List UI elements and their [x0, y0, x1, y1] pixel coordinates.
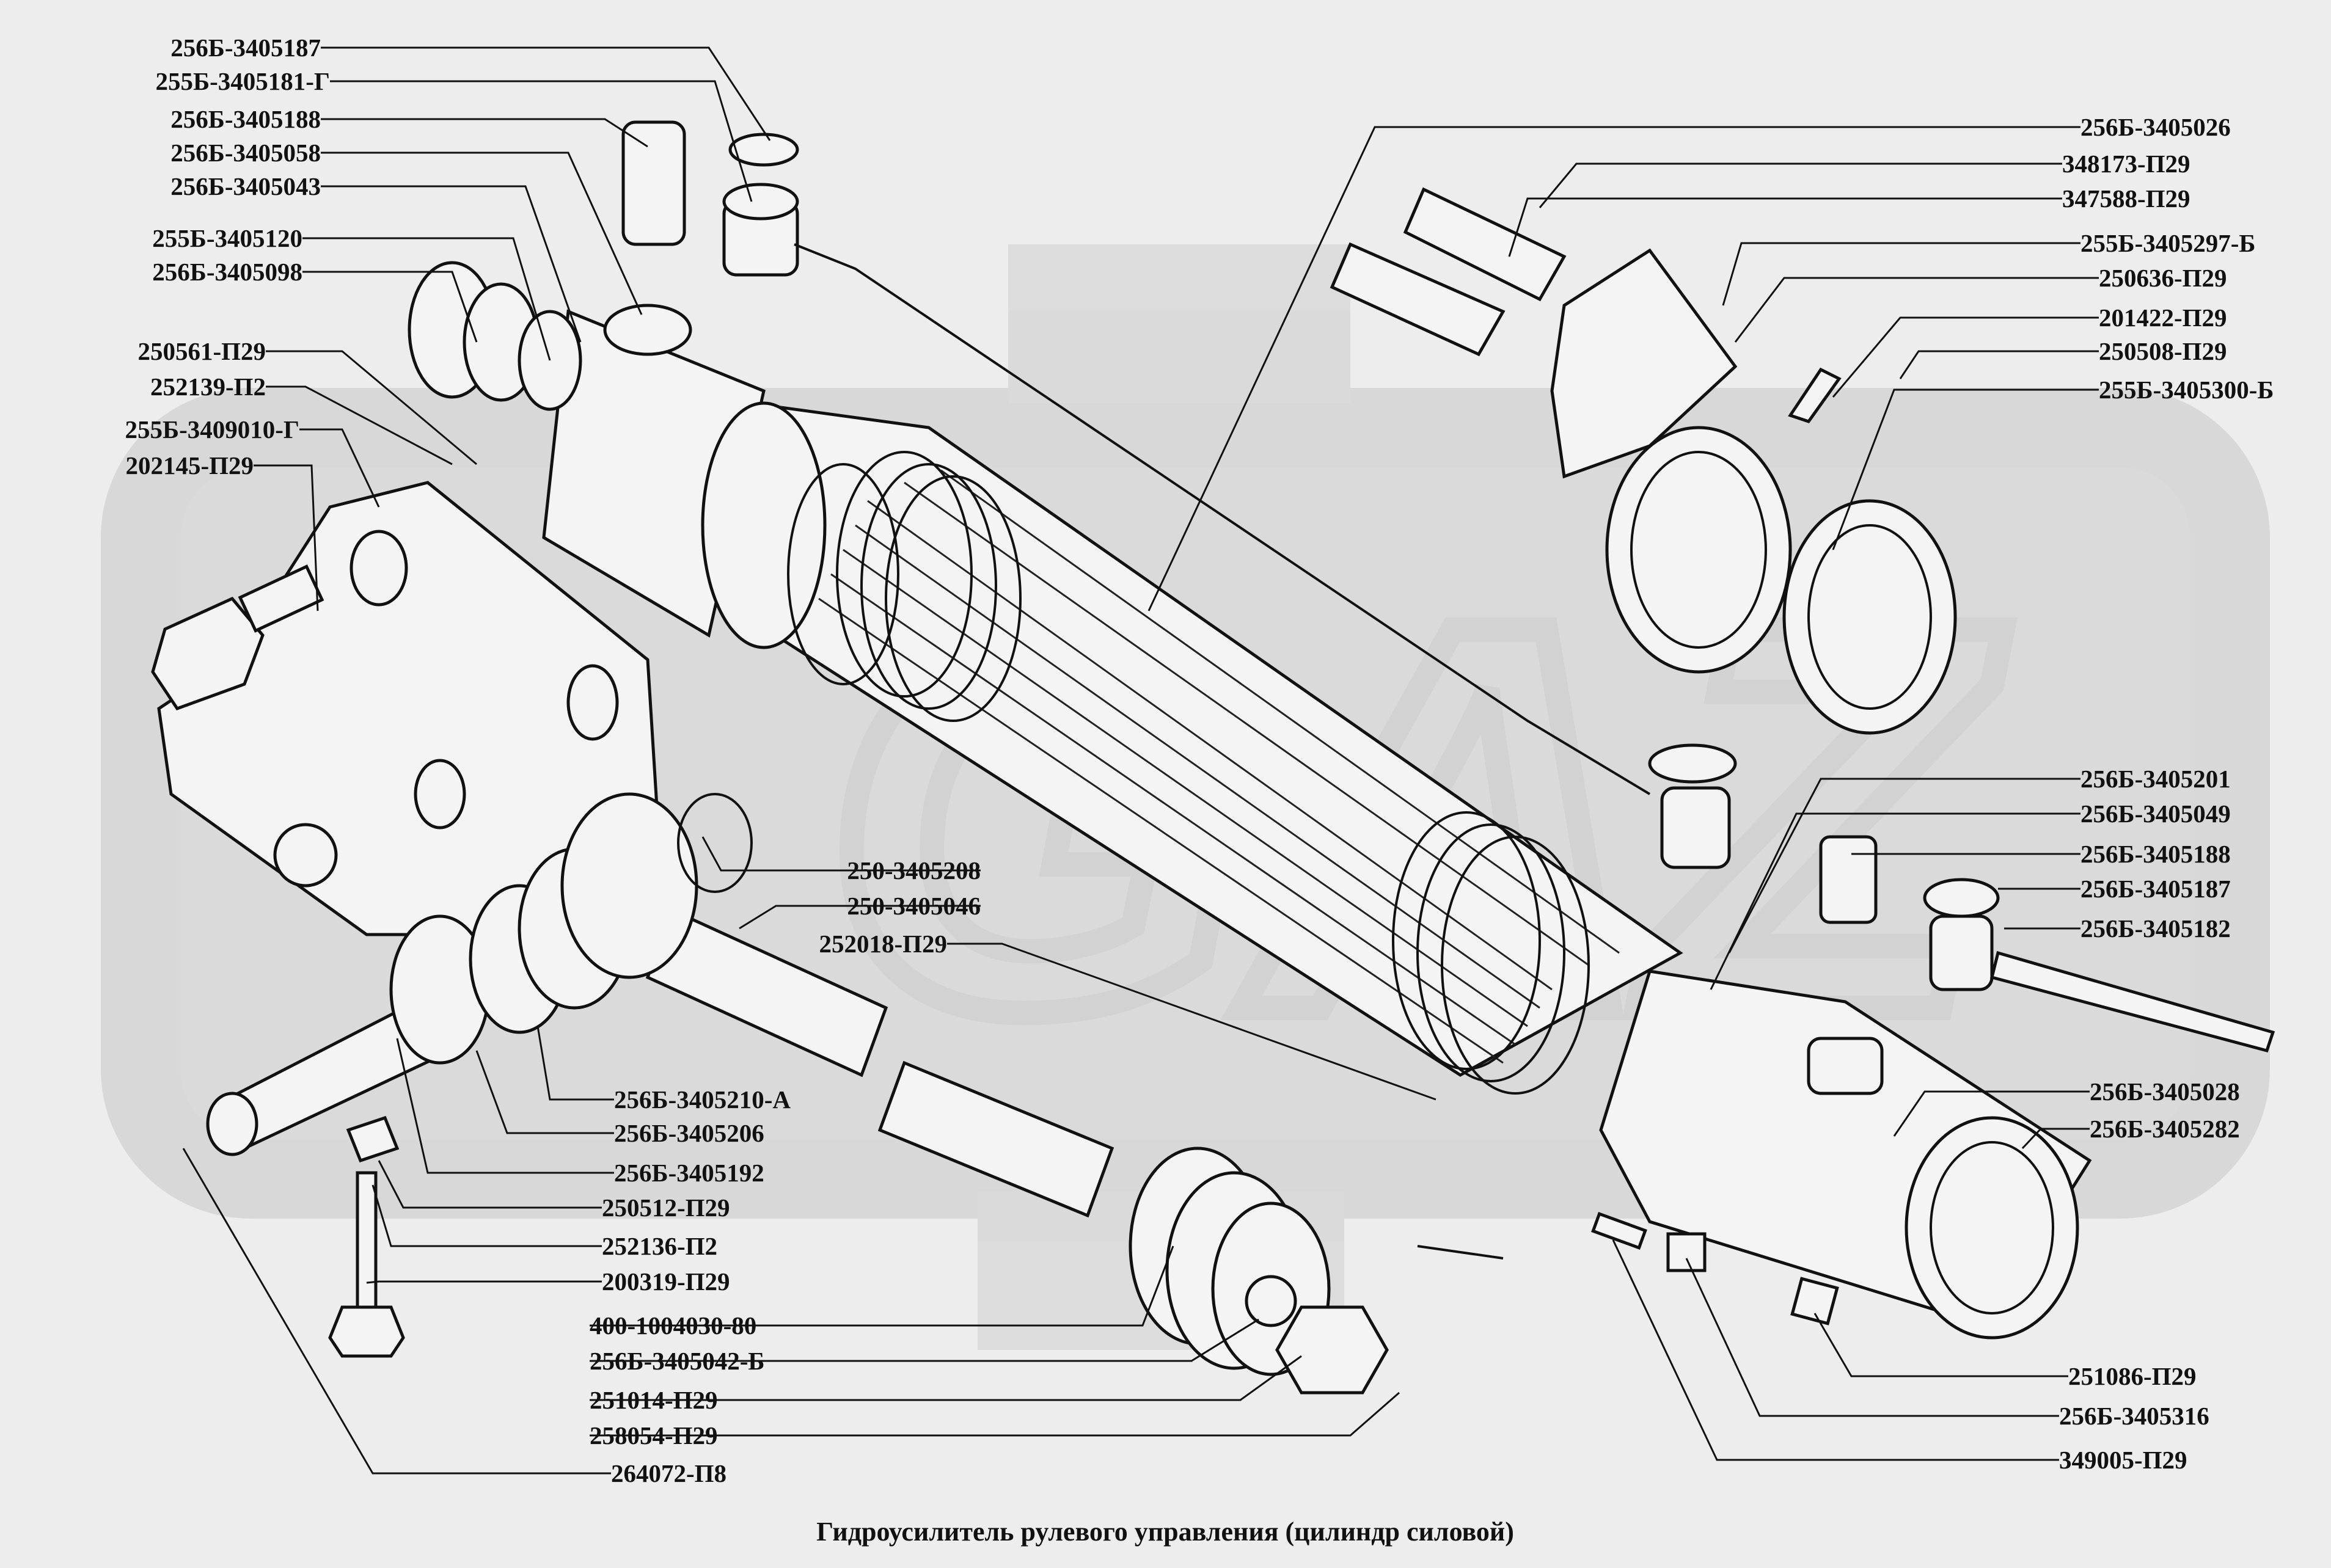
label-part: 256Б-3405188 — [170, 105, 321, 133]
left-seal-stack — [408, 261, 582, 411]
label-part: 256Б-3405098 — [152, 258, 302, 286]
label-part: 256Б-3405187 — [2080, 875, 2231, 903]
labels-right-top: 256Б-3405026 348173-П29 347588-П29 255Б-… — [2062, 113, 2274, 404]
label-part: 250561-П29 — [137, 337, 266, 365]
label-part: 252136-П2 — [602, 1232, 717, 1260]
label-part: 252018-П29 — [819, 930, 947, 958]
label-part: 256Б-3405201 — [2080, 765, 2231, 793]
hose-fittings-top-right — [1330, 187, 1842, 423]
diagram-caption: Гидроусилитель рулевого управления (цили… — [816, 1517, 1514, 1547]
label-part: 201422-П29 — [2099, 304, 2227, 332]
label-part: 256Б-3405049 — [2080, 800, 2231, 828]
bolt-left — [151, 564, 324, 711]
label-part: 255Б-3409010-Г — [125, 415, 300, 443]
label-part: 258054-П29 — [590, 1421, 718, 1449]
piston-assembly — [1129, 1147, 1389, 1395]
label-part: 256Б-3405026 — [2080, 113, 2231, 141]
label-part: 256Б-3405188 — [2080, 840, 2231, 868]
label-part: 264072-П8 — [611, 1459, 726, 1487]
label-part: 256Б-3405187 — [170, 34, 321, 62]
right-cylinder-end — [1599, 969, 2092, 1340]
label-part: 250-3405208 — [847, 856, 981, 884]
labels-right-mid: 256Б-3405201 256Б-3405049 256Б-3405188 2… — [2080, 765, 2231, 943]
label-part: 251014-П29 — [590, 1386, 718, 1414]
small-parts-right — [1417, 1212, 1839, 1326]
label-part: 256Б-3405042-Б — [590, 1347, 765, 1375]
label-part: 349005-П29 — [2059, 1446, 2187, 1474]
labels-bottom: 256Б-3405210-А 256Б-3405206 256Б-3405192… — [590, 1085, 791, 1487]
label-part: 347588-П29 — [2062, 184, 2190, 213]
label-part: 256Б-3405043 — [170, 172, 321, 200]
label-part: 256Б-3405192 — [614, 1159, 764, 1187]
labels-mid: 250-3405208 250-3405046 252018-П29 — [819, 856, 981, 958]
label-part: 256Б-3405182 — [2080, 914, 2231, 943]
label-part: 255Б-3405300-Б — [2099, 376, 2274, 404]
label-part: 255Б-3405181-Г — [156, 67, 331, 95]
label-part: 252139-П2 — [150, 373, 266, 401]
label-part: 202145-П29 — [125, 451, 254, 480]
banjo-fitting-top — [621, 120, 1651, 795]
label-part: 256Б-3405206 — [614, 1119, 764, 1147]
left-end-rings — [389, 792, 753, 1065]
bolt-bottom-left — [328, 1115, 405, 1358]
label-part: 255Б-3405120 — [152, 224, 302, 252]
label-part: 400-1004030-80 — [590, 1311, 756, 1340]
label-part: 250512-П29 — [602, 1194, 730, 1222]
left-cylinder-cap — [542, 304, 899, 685]
leader-lines — [182, 46, 2099, 1475]
piston-rod — [206, 908, 1114, 1218]
label-part: 250-3405046 — [847, 892, 981, 920]
labels-left: 256Б-3405187 255Б-3405181-Г 256Б-3405188… — [125, 34, 331, 480]
label-part: 250636-П29 — [2099, 264, 2227, 292]
labels-right-bottom: 256Б-3405028 256Б-3405282 251086-П29 256… — [2059, 1078, 2240, 1474]
label-part: 250508-П29 — [2099, 337, 2227, 365]
label-part: 200319-П29 — [602, 1267, 730, 1296]
label-part: 256Б-3405210-А — [614, 1085, 791, 1114]
label-part: 255Б-3405297-Б — [2080, 229, 2256, 257]
label-part: 251086-П29 — [2068, 1362, 2197, 1390]
label-part: 256Б-3405028 — [2090, 1078, 2240, 1106]
label-part: 348173-П29 — [2062, 150, 2190, 178]
banjo-fitting-right — [1648, 743, 2275, 1053]
label-part: 256Б-3405282 — [2090, 1115, 2240, 1143]
label-part: 256Б-3405316 — [2059, 1402, 2209, 1430]
label-part: 256Б-3405058 — [170, 139, 321, 167]
clamp-bracket — [1550, 248, 1957, 735]
